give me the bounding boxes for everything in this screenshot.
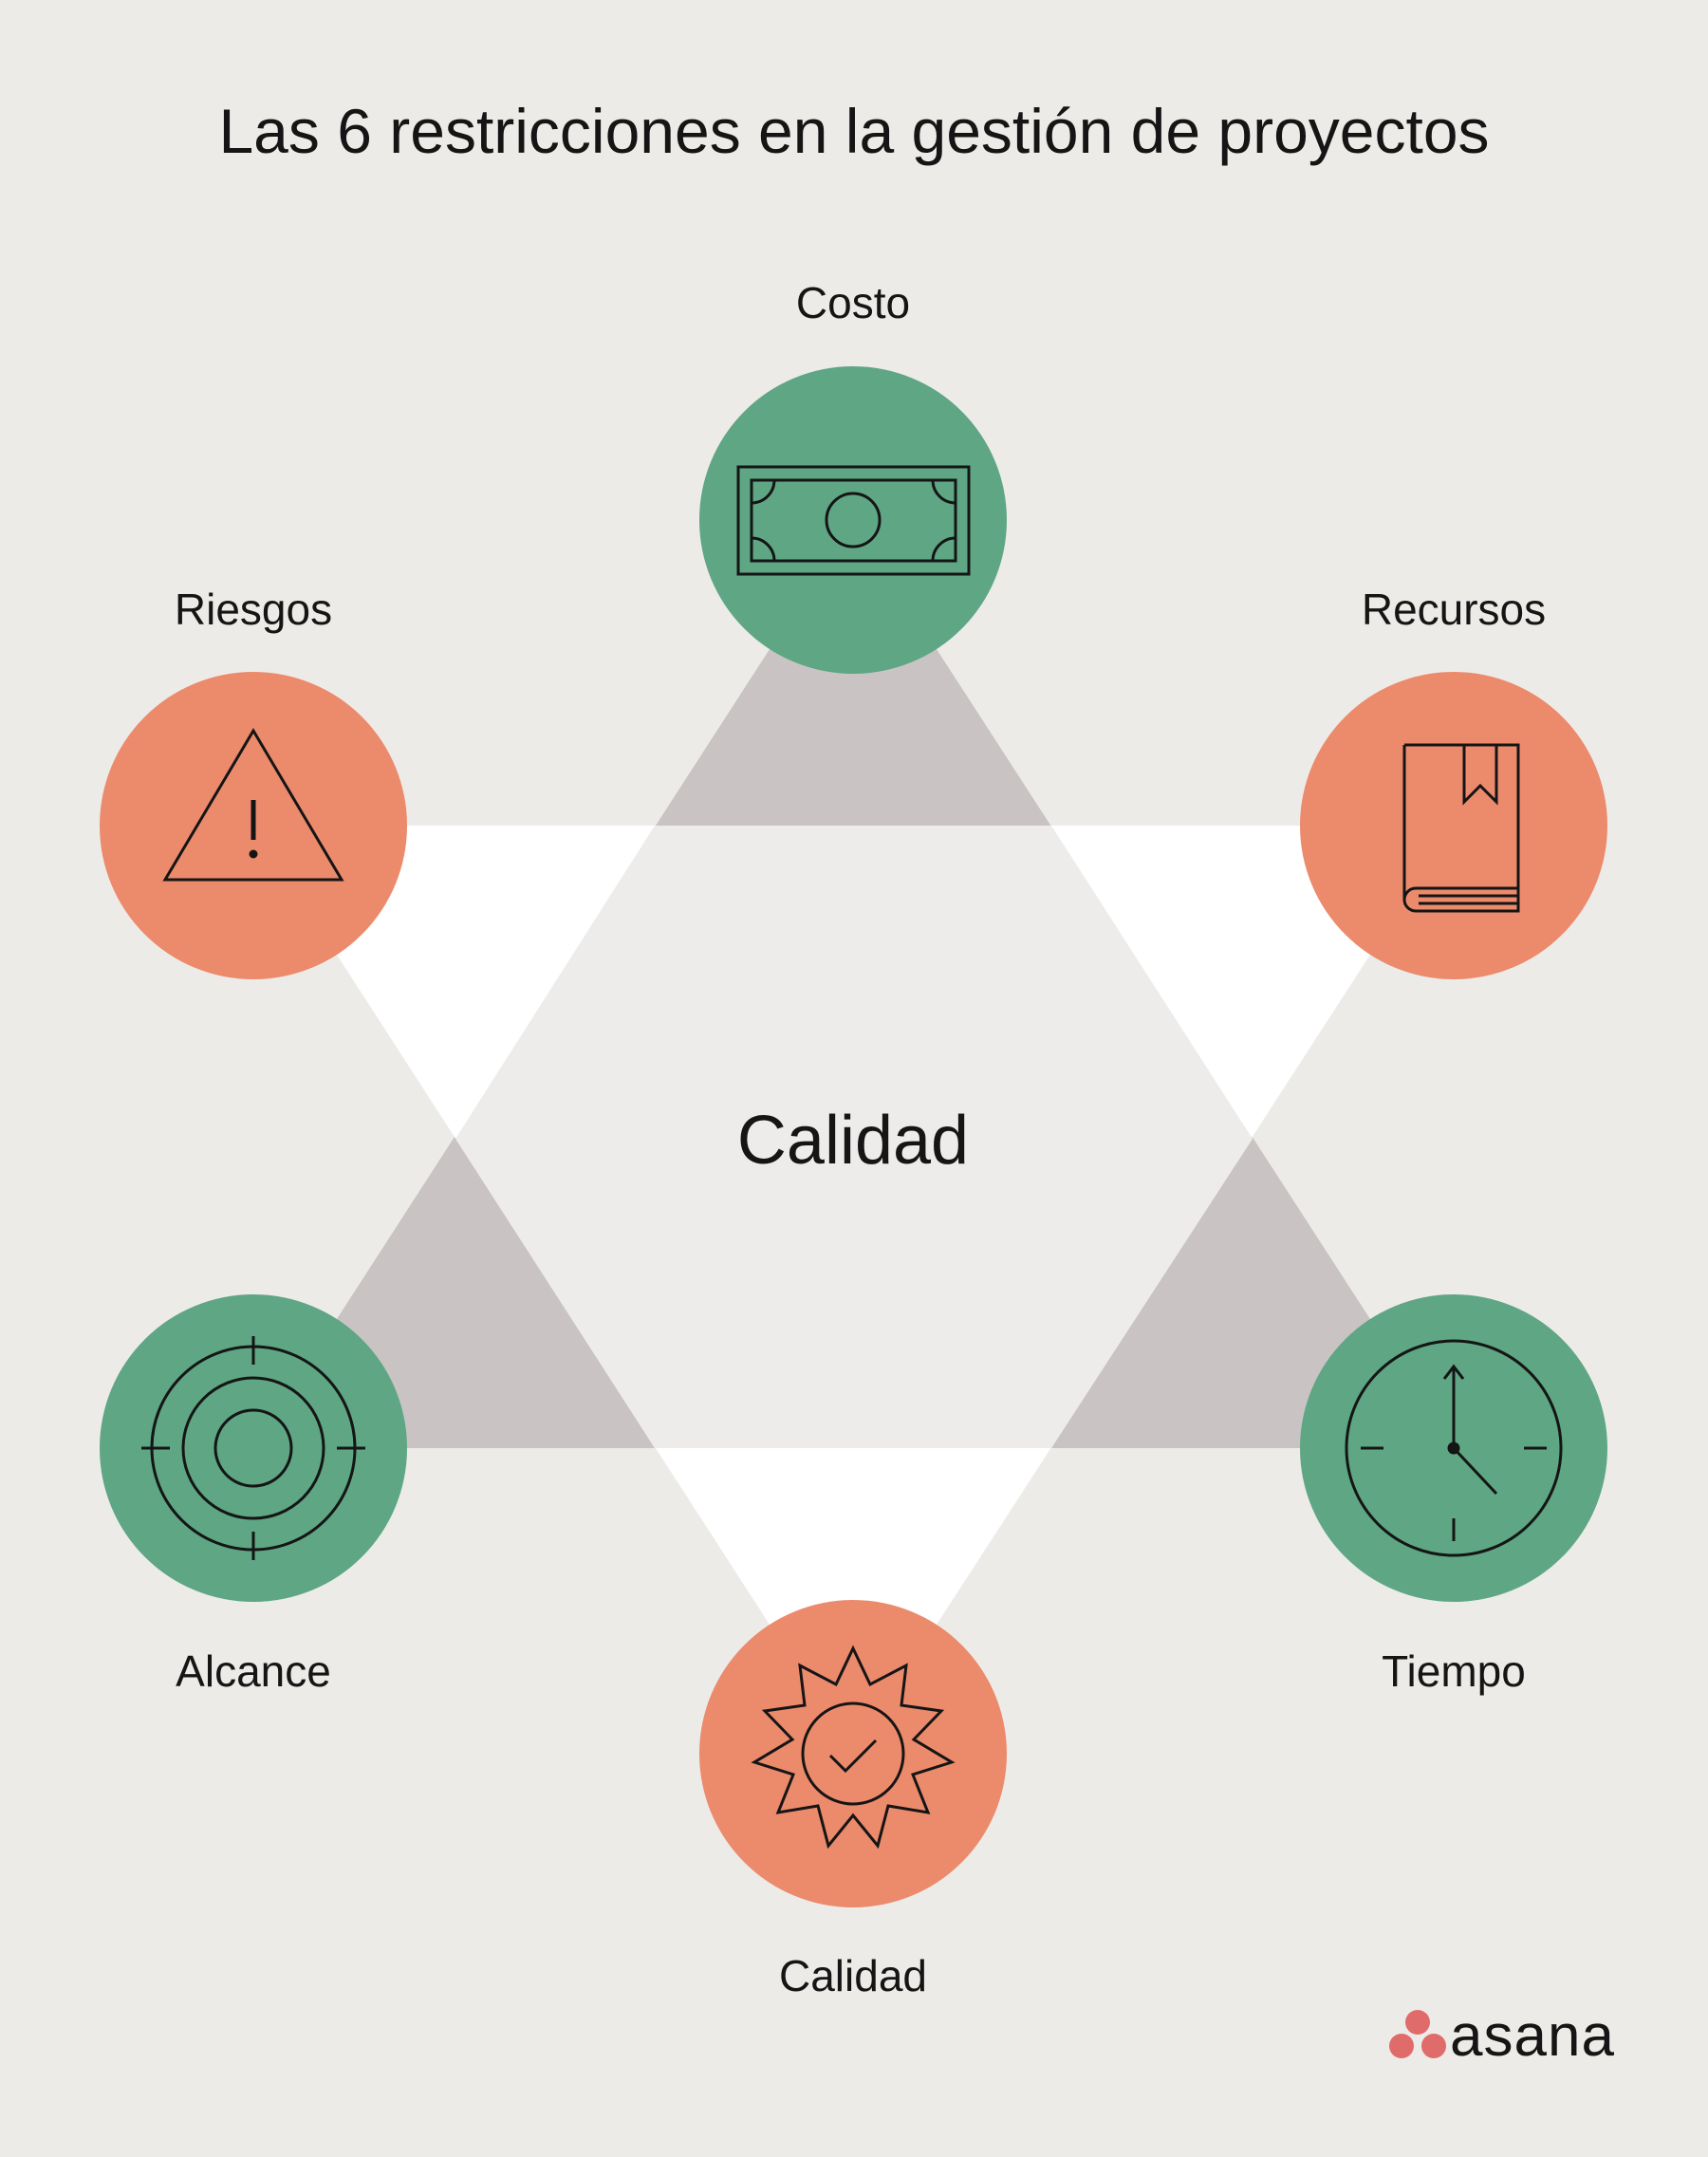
clock-icon: [1345, 1339, 1563, 1557]
book-icon: [1402, 743, 1520, 913]
label-riesgos: Riesgos: [174, 585, 333, 634]
label-tiempo: Tiempo: [1382, 1646, 1526, 1696]
center-label: Calidad: [736, 1103, 970, 1179]
label-recursos: Recursos: [1361, 585, 1547, 634]
costo-circle: [699, 366, 1007, 674]
overlap-hexagon: [455, 826, 1253, 1448]
quality-badge-icon: [751, 1645, 956, 1850]
riesgos-circle: [100, 672, 407, 979]
tiempo-circle: [1300, 1294, 1607, 1602]
recursos-circle: [1300, 672, 1607, 979]
money-bill-icon: [736, 465, 971, 576]
alcance-circle: [100, 1294, 407, 1602]
label-costo: Costo: [795, 278, 911, 327]
asana-logo-mark: [1389, 2010, 1446, 2058]
asana-logo-text: asana: [1450, 2003, 1615, 2069]
calidad-circle: [699, 1600, 1007, 1907]
label-alcance: Alcance: [176, 1646, 331, 1696]
warning-triangle-icon: [162, 728, 344, 882]
label-calidad: Calidad: [779, 1951, 927, 2000]
page-title: Las 6 restricciones en la gestión de pro…: [218, 96, 1490, 166]
target-icon: [141, 1336, 365, 1560]
